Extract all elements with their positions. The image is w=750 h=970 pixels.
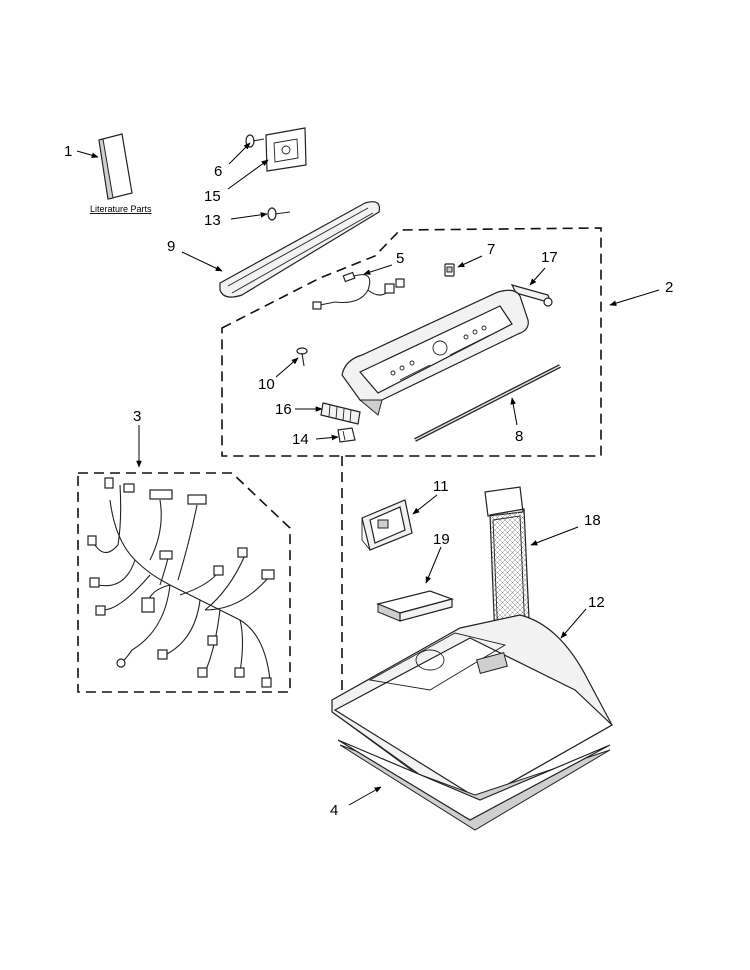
callout-11: 11 xyxy=(433,478,449,495)
console-panel xyxy=(341,289,529,416)
filter-tray xyxy=(376,590,454,622)
gasket-strip xyxy=(414,364,561,442)
top-panel xyxy=(331,614,614,805)
callout-10: 10 xyxy=(258,376,275,393)
callout-3: 3 xyxy=(133,408,141,425)
main-wire-harness xyxy=(87,477,275,688)
callout-17: 17 xyxy=(541,249,558,266)
callout-1: 1 xyxy=(64,143,72,160)
screw-6 xyxy=(245,134,265,148)
callout-4: 4 xyxy=(330,802,338,819)
callout-7: 7 xyxy=(487,241,495,258)
callout-12: 12 xyxy=(588,594,605,611)
mounting-bracket xyxy=(265,127,307,172)
gasket-pad xyxy=(337,739,611,831)
clip-14 xyxy=(337,427,356,443)
console-group-boundary xyxy=(221,227,602,457)
top-group-connector xyxy=(341,456,376,695)
callout-14: 14 xyxy=(292,431,309,448)
callout-2: 2 xyxy=(665,279,673,296)
callout-19: 19 xyxy=(433,531,450,548)
screw-13 xyxy=(267,207,291,221)
leader-lines xyxy=(76,142,660,806)
screw-10 xyxy=(296,347,308,367)
literature-parts-label: Literature Parts xyxy=(90,204,152,214)
clip-7 xyxy=(444,263,455,277)
callout-8: 8 xyxy=(515,428,523,445)
harness-group-boundary xyxy=(77,472,291,693)
bracket-17 xyxy=(510,284,553,307)
callout-15: 15 xyxy=(204,188,221,205)
callout-18: 18 xyxy=(584,512,601,529)
control-board xyxy=(361,499,413,551)
literature-booklet xyxy=(98,133,133,200)
callout-13: 13 xyxy=(204,212,221,229)
callout-6: 6 xyxy=(214,163,222,180)
callout-9: 9 xyxy=(167,238,175,255)
terminal-block xyxy=(320,402,361,425)
callout-16: 16 xyxy=(275,401,292,418)
trim-strip xyxy=(219,201,381,298)
callout-5: 5 xyxy=(396,250,404,267)
callout-numbers: 1 6 15 13 9 5 7 17 2 10 16 14 8 3 11 19 … xyxy=(64,143,673,819)
switch-harness xyxy=(312,271,405,310)
